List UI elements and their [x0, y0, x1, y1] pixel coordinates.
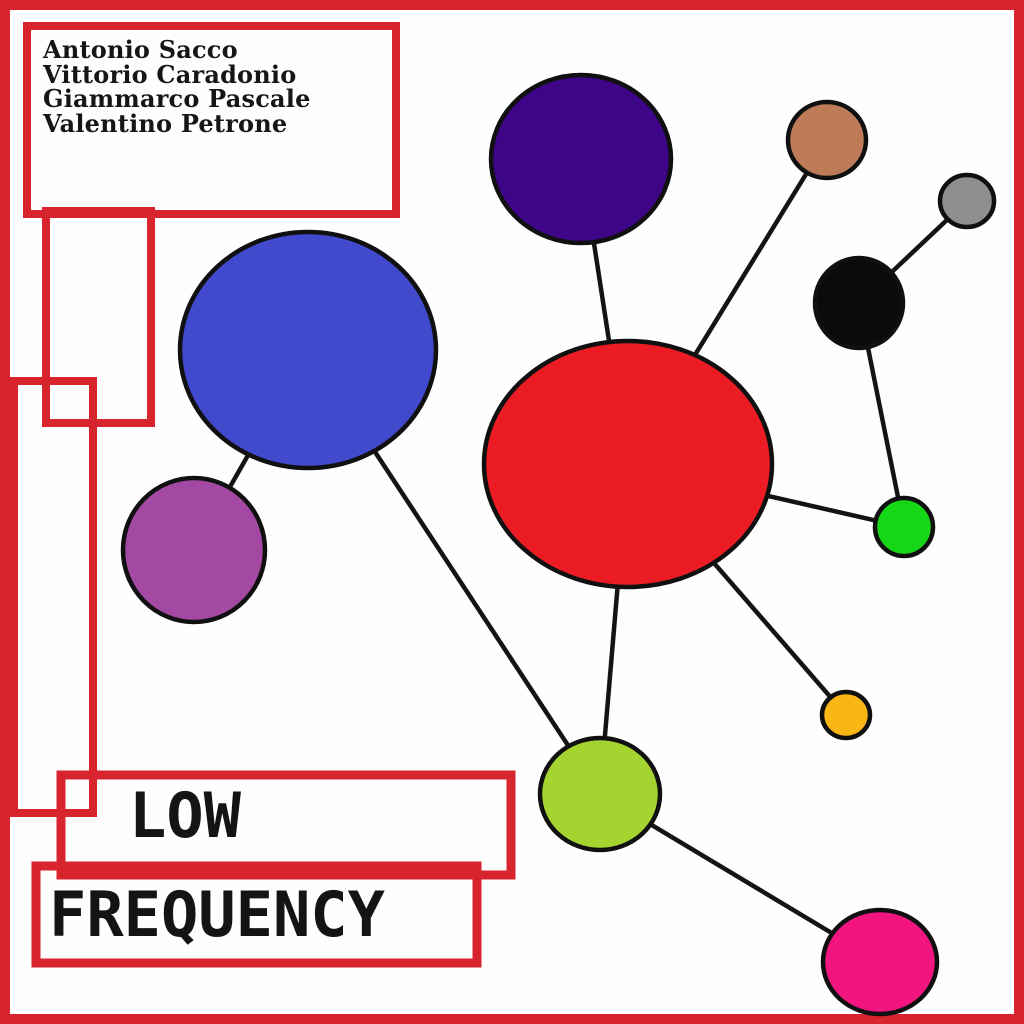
frame-tall-frame-1 — [42, 207, 155, 427]
title-line-frequency: FREQUENCY — [49, 878, 385, 951]
credits-block: Antonio Sacco Vittorio Caradonio Giammar… — [43, 35, 311, 138]
credit-name-4: Valentino Petrone — [43, 108, 288, 138]
frame-low-frame — [56, 770, 516, 880]
credit-name-3: Giammarco Pascale — [43, 84, 311, 113]
node-brown-circle — [785, 99, 869, 181]
node-orchid-circle — [120, 475, 268, 625]
node-blue-circle — [177, 229, 439, 471]
title-line-low: LOW — [129, 779, 241, 852]
node-red-circle — [481, 338, 775, 590]
frame-frequency-frame — [31, 861, 482, 968]
frame-credits-frame — [23, 22, 400, 218]
node-black-circle — [812, 255, 906, 351]
node-yellow-green-circle — [537, 735, 663, 853]
credit-name-2: Vittorio Caradonio — [43, 59, 297, 89]
node-gray-circle — [937, 172, 997, 230]
credit-name-1: Antonio Sacco — [43, 35, 238, 64]
node-dark-violet-circle — [488, 72, 674, 246]
frame-tall-frame-2 — [10, 377, 97, 817]
node-pink-circle — [820, 907, 940, 1017]
node-amber-circle — [819, 689, 873, 741]
node-green-circle — [872, 495, 936, 559]
